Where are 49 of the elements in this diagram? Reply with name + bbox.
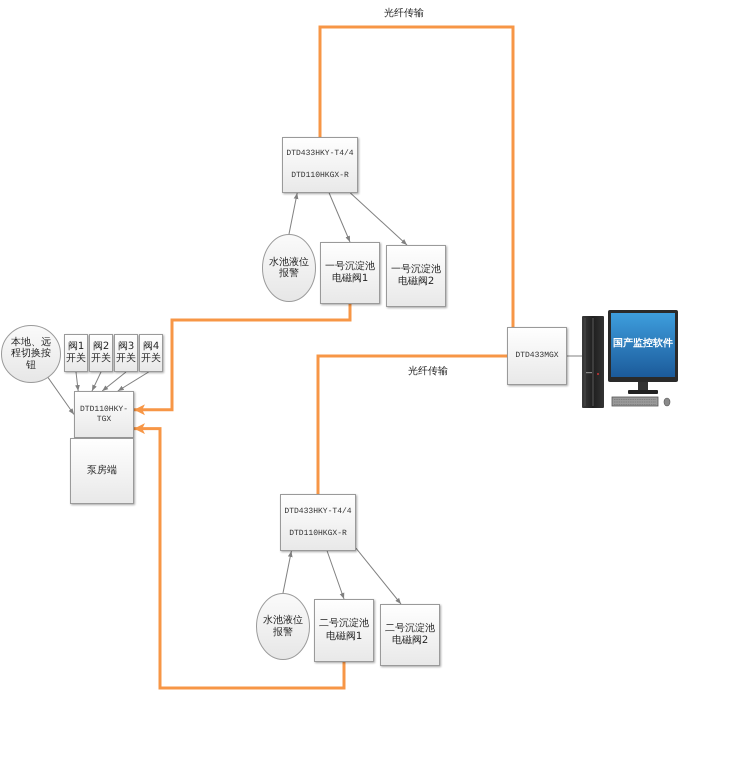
model-number: DTD433MGX [515,351,559,361]
arrow [117,372,150,392]
arrow [134,304,352,416]
switch-name: 阀3开关 [115,340,137,366]
arrow [328,192,350,242]
switch-name: 阀2开关 [90,340,112,366]
valve-name: 二号沉淀池电磁阀1 [318,618,370,643]
arrow [47,376,74,415]
switch-box [64,334,88,372]
arrow [282,550,293,594]
edge-label: 光纤传输 [382,8,426,20]
switch-box [89,334,113,372]
model-number: DTD110HKY-TGX [78,404,129,424]
arrow [134,423,346,690]
connector-line [318,26,514,327]
arrow [350,192,408,246]
model-number: DTD433HKY-T4/4 [284,506,352,516]
switch-box [114,334,138,372]
oval-label: 水池液位报警 [262,615,304,638]
oval-label: 水池液位报警 [268,256,310,280]
model-number: DTD433HKY-T4/4 [286,149,354,159]
valve-name: 二号沉淀池电磁阀2 [384,622,436,648]
switch-box [139,334,163,372]
device-box [280,494,356,551]
valve-name: 一号沉淀池电磁阀2 [390,264,442,288]
arrow [75,372,80,392]
arrow [288,192,298,234]
switch-name: 阀1开关 [65,340,87,366]
device-box [507,327,567,385]
arrow [102,372,126,392]
device-box [74,391,134,438]
screen-text: 国产监控软件 [612,338,674,350]
model-number: DTD110HKGX-R [289,528,347,538]
valve-box [314,599,374,662]
edge-label: 光纤传输 [406,366,450,378]
valve-name: 一号沉淀池电磁阀1 [324,260,376,286]
valve-box [320,242,380,304]
oval-label: 本地、远程切换按钮 [10,336,52,372]
device-box [282,137,358,193]
model-number: DTD110HKGX-R [291,171,349,181]
station-name: 泵房端 [87,464,117,478]
switch-name: 阀4开关 [140,340,162,366]
arrow [326,550,344,600]
valve-box [380,604,440,666]
connector-line [316,354,507,494]
station-box [70,438,134,504]
arrow [92,372,102,392]
arrow [356,548,402,604]
valve-box [386,245,446,307]
